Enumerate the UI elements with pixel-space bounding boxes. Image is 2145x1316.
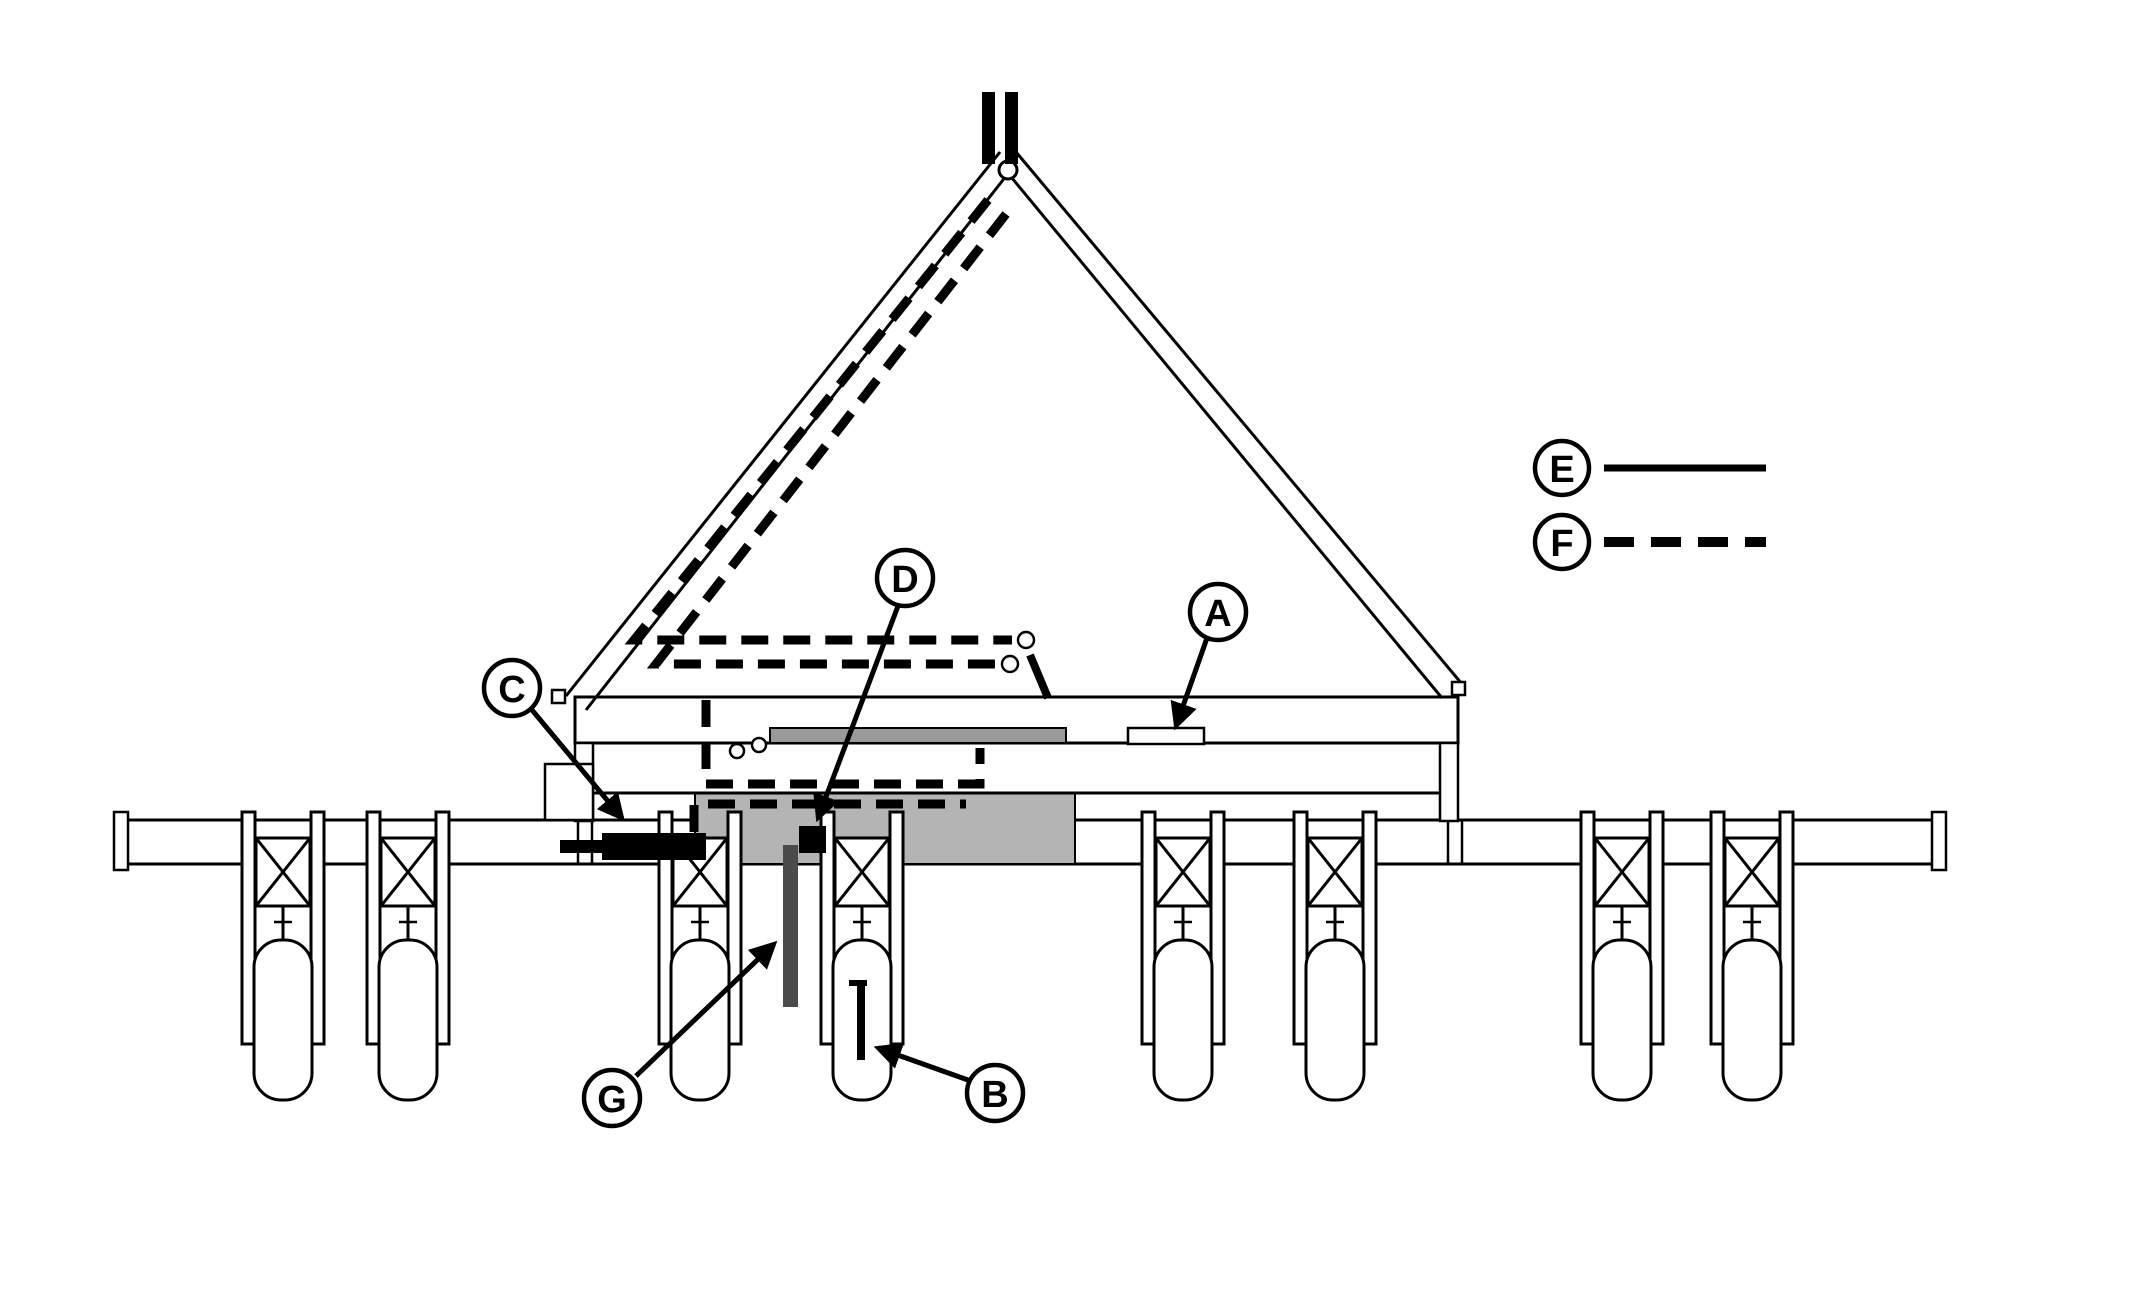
callout-d-arrow bbox=[813, 605, 901, 823]
callout-b-circle bbox=[964, 1062, 1026, 1124]
callout-d-label: D bbox=[891, 559, 918, 601]
right-leg-inner bbox=[1000, 165, 1444, 699]
callout-d-circle bbox=[874, 547, 936, 609]
right-leg-foot bbox=[1450, 680, 1467, 697]
callout-g-circle bbox=[581, 1067, 643, 1129]
legend-f-circle bbox=[1532, 512, 1592, 572]
callout-b-label: B bbox=[981, 1074, 1008, 1116]
row-unit bbox=[240, 810, 326, 1102]
frame-fitting-2 bbox=[750, 736, 768, 754]
callout-c-arrow bbox=[530, 708, 625, 822]
callout-b: B bbox=[873, 1042, 1026, 1124]
hose-lower-run-2 bbox=[689, 799, 966, 832]
hose-upper-run-2 bbox=[646, 211, 1010, 669]
callout-a-arrow bbox=[1170, 637, 1210, 731]
beam-left-end-plate bbox=[112, 810, 130, 872]
legend-e-label: E bbox=[1549, 449, 1574, 491]
hose-coupler-2 bbox=[1000, 654, 1020, 674]
legend-f-label: F bbox=[1550, 523, 1573, 565]
apex-hose-end-2 bbox=[1005, 92, 1018, 164]
legend-item-e: E bbox=[1532, 438, 1766, 498]
row-unit bbox=[1709, 810, 1795, 1102]
row-unit bbox=[365, 810, 451, 1102]
hose-lower-run-1 bbox=[701, 700, 985, 789]
callout-d: D bbox=[813, 547, 936, 823]
component-g-drop-tube bbox=[783, 845, 798, 1007]
row-unit bbox=[1140, 810, 1226, 1102]
legend-item-f: F bbox=[1532, 512, 1766, 572]
callout-c-circle bbox=[481, 657, 543, 719]
component-c-lead bbox=[560, 840, 606, 853]
left-leg-foot bbox=[550, 688, 567, 705]
component-d-fitting bbox=[799, 826, 826, 853]
callout-a-label: A bbox=[1204, 593, 1231, 635]
apex-hose-end-1 bbox=[982, 92, 995, 164]
beam-right-end-plate bbox=[1930, 810, 1948, 872]
left-leg-outer bbox=[564, 151, 1002, 697]
callout-a: A bbox=[1170, 581, 1249, 731]
component-c-manifold bbox=[602, 833, 706, 860]
hose-coupler-1 bbox=[1016, 630, 1036, 650]
callout-c: C bbox=[481, 657, 625, 822]
hose-drop-to-frame bbox=[1026, 653, 1052, 700]
row-unit bbox=[1579, 810, 1665, 1102]
frame-right-post bbox=[1438, 741, 1460, 823]
right-leg-outer bbox=[1014, 151, 1464, 685]
frame-fitting-1 bbox=[728, 742, 746, 760]
frame-gray-band bbox=[769, 727, 1067, 744]
callout-g-arrow bbox=[634, 940, 778, 1078]
main-frame bbox=[543, 695, 1460, 823]
callout-c-label: C bbox=[498, 669, 525, 711]
row-unit bbox=[1292, 810, 1378, 1102]
component-b-rod bbox=[857, 982, 865, 1060]
callout-g: G bbox=[581, 940, 778, 1129]
legend: E F bbox=[1532, 438, 1766, 572]
callout-g-label: G bbox=[597, 1079, 627, 1121]
callout-a-circle bbox=[1187, 581, 1249, 643]
legend-e-circle bbox=[1532, 438, 1592, 498]
callout-b-arrow bbox=[873, 1042, 969, 1083]
frame-decal-plate bbox=[1126, 726, 1206, 746]
